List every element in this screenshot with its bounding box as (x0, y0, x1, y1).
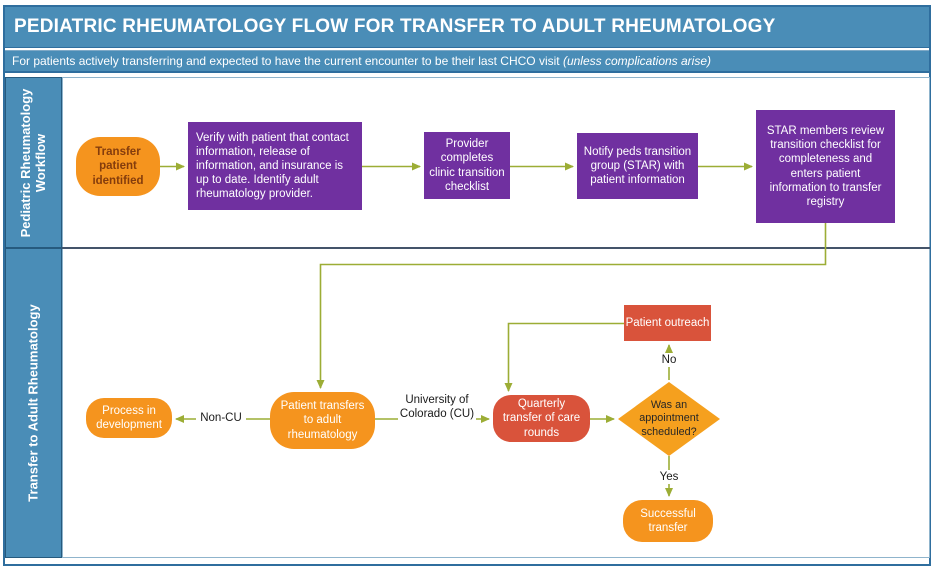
node-label: Provider completes clinic transition che… (429, 138, 505, 193)
edge-label-yes: Yes (653, 470, 685, 485)
subtitle-emphasis: (unless complications arise) (562, 54, 712, 68)
title-bar: PEDIATRIC RHEUMATOLOGY FLOW FOR TRANSFER… (5, 7, 929, 48)
node-star-review-registry: STAR members review transition checklist… (756, 110, 895, 223)
node-label: Process in development (96, 404, 162, 431)
node-label: Successful transfer (640, 507, 696, 534)
node-quarterly-transfer-rounds: Quarterly transfer of care rounds (493, 395, 590, 442)
edge-label-no: No (656, 353, 682, 368)
subtitle-bar: For patients actively transferring and e… (5, 50, 929, 73)
edge-label-non-cu: Non-CU (196, 411, 246, 426)
node-label: Verify with patient that contact informa… (196, 131, 349, 201)
sidebar-lane-transfer-adult: Transfer to Adult Rheumatology (5, 248, 62, 558)
node-verify-patient-info: Verify with patient that contact informa… (188, 122, 362, 210)
node-label: Patient outreach (625, 316, 710, 329)
page-title: PEDIATRIC RHEUMATOLOGY FLOW FOR TRANSFER… (14, 16, 776, 37)
node-provider-completes-checklist: Provider completes clinic transition che… (424, 132, 510, 199)
node-successful-transfer: Successful transfer (623, 500, 713, 542)
node-label: Patient transfers to adult rheumatology (280, 400, 365, 441)
node-patient-transfers-adult-rheum: Patient transfers to adult rheumatology (270, 392, 375, 449)
edge-label-university-colorado: University of Colorado (CU) (398, 393, 476, 422)
lane-divider (62, 247, 930, 249)
node-label: Quarterly transfer of care rounds (502, 398, 581, 439)
sidebar-lane-pediatric-workflow: Pediatric Rheumatology Workflow (5, 77, 62, 248)
node-process-in-development: Process in development (86, 398, 172, 438)
lane-label-pediatric-workflow: Pediatric Rheumatology Workflow (17, 88, 48, 237)
node-notify-star-group: Notify peds transition group (STAR) with… (577, 133, 698, 199)
node-label: STAR members review transition checklist… (766, 125, 885, 208)
node-transfer-patient-identified: Transfer patient identified (76, 137, 160, 196)
node-label: Transfer patient identified (92, 146, 144, 187)
subtitle-text: For patients actively transferring and e… (12, 54, 563, 68)
node-patient-outreach: Patient outreach (624, 305, 711, 341)
lane-label-transfer-adult: Transfer to Adult Rheumatology (25, 304, 41, 502)
node-label: Was an appointment scheduled? (639, 399, 699, 438)
node-label: Notify peds transition group (STAR) with… (583, 145, 692, 186)
